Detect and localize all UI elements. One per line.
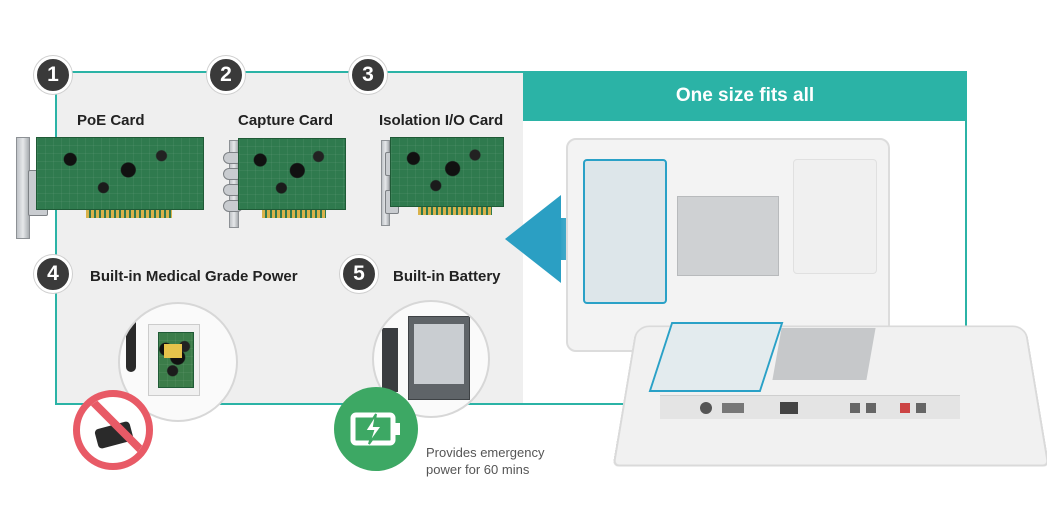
label-isolation-io-card: Isolation I/O Card bbox=[379, 112, 504, 129]
badge-3: 3 bbox=[349, 56, 387, 94]
label-capture-card: Capture Card bbox=[238, 112, 334, 129]
badge-2: 2 bbox=[207, 56, 245, 94]
bottom-vesa-plate bbox=[772, 328, 876, 380]
battery-caption: Provides emergency power for 60 mins bbox=[426, 445, 545, 477]
header-title: One size fits all bbox=[523, 71, 967, 121]
no-adapter-icon bbox=[73, 390, 153, 470]
label-medical-power: Built-in Medical Grade Power bbox=[90, 268, 298, 285]
expansion-slot-highlight bbox=[648, 322, 784, 392]
rear-panel bbox=[793, 159, 877, 274]
battery-inset bbox=[372, 300, 490, 418]
content-frame bbox=[55, 71, 967, 405]
label-poe-card: PoE Card bbox=[77, 112, 145, 129]
io-ports-strip bbox=[660, 395, 960, 419]
label-battery: Built-in Battery bbox=[393, 268, 501, 285]
badge-1: 1 bbox=[34, 56, 72, 94]
vesa-mount bbox=[677, 196, 779, 276]
battery-charging-icon bbox=[334, 387, 418, 471]
expansion-bay-highlight bbox=[583, 159, 667, 304]
badge-5: 5 bbox=[340, 255, 378, 293]
badge-4: 4 bbox=[34, 255, 72, 293]
